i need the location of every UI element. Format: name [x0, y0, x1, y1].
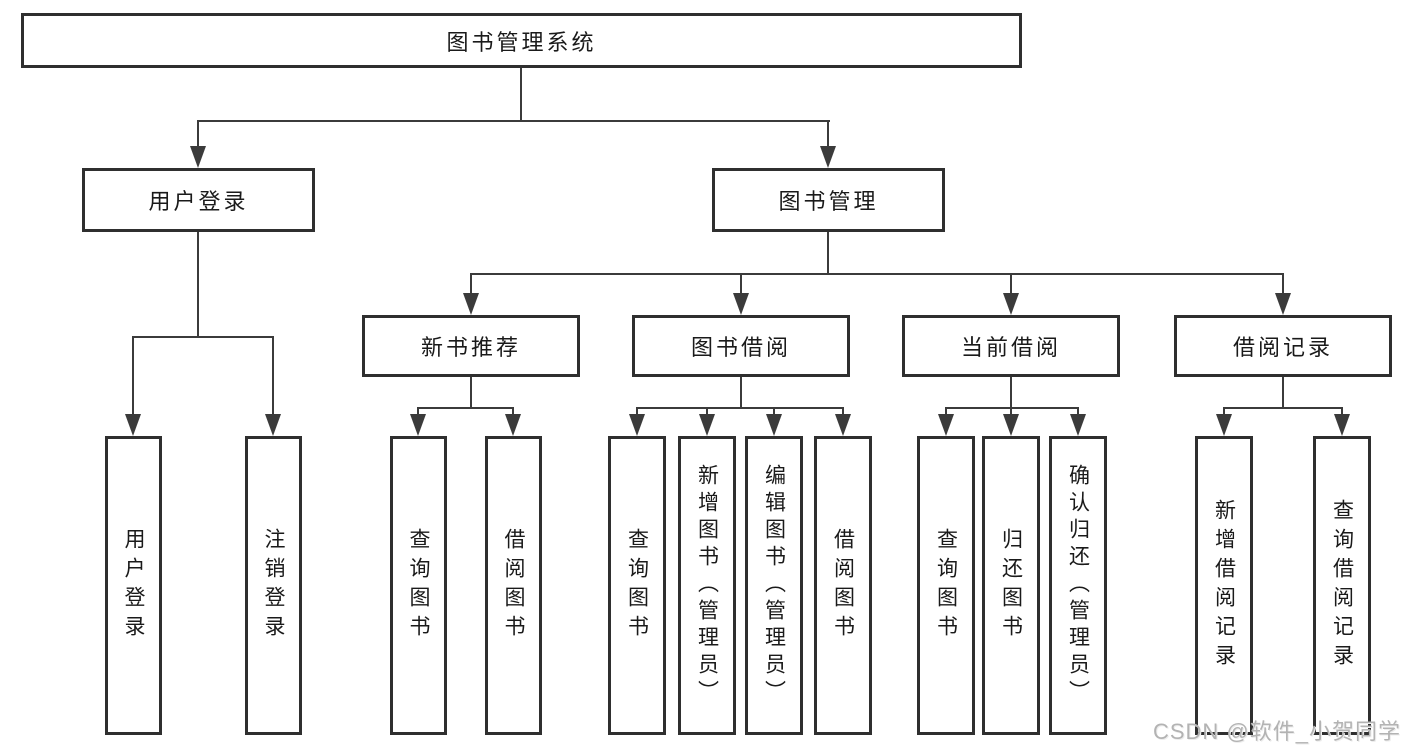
arrow-down-icon [835, 414, 851, 436]
connector-line [470, 273, 472, 295]
connector-line [197, 232, 199, 336]
node-label: 查询图书 [625, 527, 649, 644]
connector-line [842, 407, 844, 419]
arrow-down-icon [820, 146, 836, 168]
node-leaf-query-borrow-record: 查询借阅记录 [1313, 436, 1371, 735]
connector-line [1223, 407, 1342, 409]
arrow-down-icon [1070, 414, 1086, 436]
node-leaf-borrow-books-recommend: 借阅图书 [485, 436, 542, 735]
connector-line [417, 407, 514, 409]
arrow-down-icon [463, 293, 479, 315]
connector-line [132, 336, 273, 338]
node-label: 新书推荐 [420, 335, 521, 360]
node-label: 借阅图书 [502, 527, 525, 644]
connector-line [417, 407, 419, 419]
connector-line [636, 407, 843, 409]
arrow-down-icon [699, 414, 715, 436]
arrow-down-icon [1334, 414, 1350, 436]
arrow-down-icon [410, 414, 426, 436]
node-leaf-query-books-current: 查询图书 [917, 436, 975, 735]
connector-line [1010, 407, 1012, 419]
arrow-down-icon [125, 414, 141, 436]
connector-line [740, 273, 742, 295]
node-label: 图书管理系统 [446, 29, 597, 55]
node-label: 编辑图书（管理员） [762, 464, 786, 707]
node-book-borrowing: 图书借阅 [632, 315, 850, 377]
node-label: 归还图书 [999, 527, 1023, 644]
node-label: 注销登录 [262, 527, 285, 644]
arrow-down-icon [1275, 293, 1291, 315]
arrow-down-icon [190, 146, 206, 168]
arrow-down-icon [938, 414, 954, 436]
arrow-down-icon [629, 414, 645, 436]
connector-line [1282, 273, 1284, 295]
node-leaf-query-books-borrowing: 查询图书 [608, 436, 666, 735]
node-leaf-confirm-return-admin: 确认归还（管理员） [1049, 436, 1107, 735]
node-label: 确认归还（管理员） [1066, 464, 1090, 707]
connector-line [773, 407, 775, 419]
node-leaf-edit-books-admin: 编辑图书（管理员） [745, 436, 803, 735]
connector-line [512, 407, 514, 419]
connector-line [1282, 377, 1284, 407]
arrow-down-icon [265, 414, 281, 436]
node-label: 借阅记录 [1232, 335, 1333, 360]
connector-line [197, 120, 830, 122]
node-leaf-return-books: 归还图书 [982, 436, 1040, 735]
connector-line [945, 407, 947, 419]
connector-line [1223, 407, 1225, 419]
connector-line [1010, 377, 1012, 407]
node-label: 图书借阅 [690, 335, 791, 360]
arrow-down-icon [1003, 414, 1019, 436]
connector-line [272, 336, 274, 418]
connector-line [197, 120, 199, 150]
node-borrowing-records: 借阅记录 [1174, 315, 1392, 377]
arrow-down-icon [505, 414, 521, 436]
connector-line [827, 120, 829, 150]
node-label: 用户登录 [122, 527, 145, 644]
node-label: 查询借阅记录 [1330, 498, 1354, 673]
node-leaf-add-borrow-record: 新增借阅记录 [1195, 436, 1253, 735]
node-user-login: 用户登录 [82, 168, 315, 232]
connector-line [470, 273, 1284, 275]
node-library-system: 图书管理系统 [21, 13, 1022, 68]
connector-line [1010, 273, 1012, 295]
node-current-borrowing: 当前借阅 [902, 315, 1120, 377]
node-leaf-borrow-books-borrowing: 借阅图书 [814, 436, 872, 735]
node-label: 新增借阅记录 [1212, 498, 1236, 673]
connector-line [827, 232, 829, 273]
connector-line [706, 407, 708, 419]
connector-line [1077, 407, 1079, 419]
csdn-watermark: CSDN @软件_小贺同学 [1152, 719, 1401, 744]
node-leaf-query-books-recommend: 查询图书 [390, 436, 447, 735]
connector-line [740, 377, 742, 407]
node-leaf-logout: 注销登录 [245, 436, 302, 735]
connector-line [470, 377, 472, 407]
arrow-down-icon [1216, 414, 1232, 436]
connector-line [636, 407, 638, 419]
connector-line [1341, 407, 1343, 419]
node-leaf-add-books-admin: 新增图书（管理员） [678, 436, 736, 735]
node-label: 新增图书（管理员） [695, 464, 719, 707]
node-label: 图书管理 [778, 189, 879, 214]
node-label: 借阅图书 [831, 527, 855, 644]
node-label: 当前借阅 [960, 335, 1061, 360]
node-label: 查询图书 [934, 527, 958, 644]
connector-line [132, 336, 134, 418]
node-book-management: 图书管理 [712, 168, 945, 232]
node-leaf-user-login: 用户登录 [105, 436, 162, 735]
node-label: 用户登录 [148, 189, 249, 214]
node-label: 查询图书 [407, 527, 430, 644]
node-new-book-recommend: 新书推荐 [362, 315, 580, 377]
arrow-down-icon [733, 293, 749, 315]
arrow-down-icon [766, 414, 782, 436]
arrow-down-icon [1003, 293, 1019, 315]
connector-line [520, 68, 522, 120]
